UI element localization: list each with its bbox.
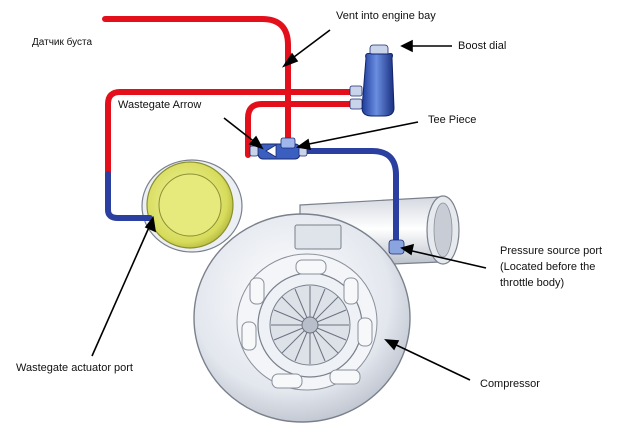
arrow-actuator <box>91 224 151 357</box>
blue-hoses <box>105 148 399 248</box>
tee-piece-valve <box>249 137 308 160</box>
tee-piece-label: Tee Piece <box>428 114 477 126</box>
dial-to-actuator-hose <box>105 89 355 177</box>
arrow-wastegate <box>223 117 257 144</box>
compressor-label: Compressor <box>480 378 540 390</box>
wastegate-actuator <box>141 159 243 253</box>
tee-to-pressure-hose <box>303 148 399 248</box>
wastegate-arrow-label: Wastegate Arrow <box>118 99 202 111</box>
pressure-port-fitting <box>388 239 405 255</box>
callout-arrows <box>91 29 487 381</box>
boost-sensor-label: Датчик буста <box>32 37 93 48</box>
arrow-tee <box>303 121 419 146</box>
pressure-port-label-line2: (Located before the <box>500 261 596 273</box>
pressure-port-label-line1: Pressure source port <box>500 245 603 257</box>
compressor-wheel <box>241 259 373 389</box>
vent-hose <box>102 16 291 143</box>
actuator-port-label: Wastegate actuator port <box>16 362 133 374</box>
red-hoses <box>102 16 355 177</box>
dial-loop-hose <box>245 101 355 158</box>
arrow-pressure-port <box>407 249 487 269</box>
boost-dial <box>349 44 395 117</box>
arrow-compressor <box>391 342 471 381</box>
actuator-blue-hose <box>105 171 153 221</box>
pressure-port-label-line3: throttle body) <box>500 277 565 289</box>
arrow-vent <box>289 29 331 61</box>
boost-dial-label: Boost dial <box>458 40 507 52</box>
vent-label: Vent into engine bay <box>336 10 436 22</box>
